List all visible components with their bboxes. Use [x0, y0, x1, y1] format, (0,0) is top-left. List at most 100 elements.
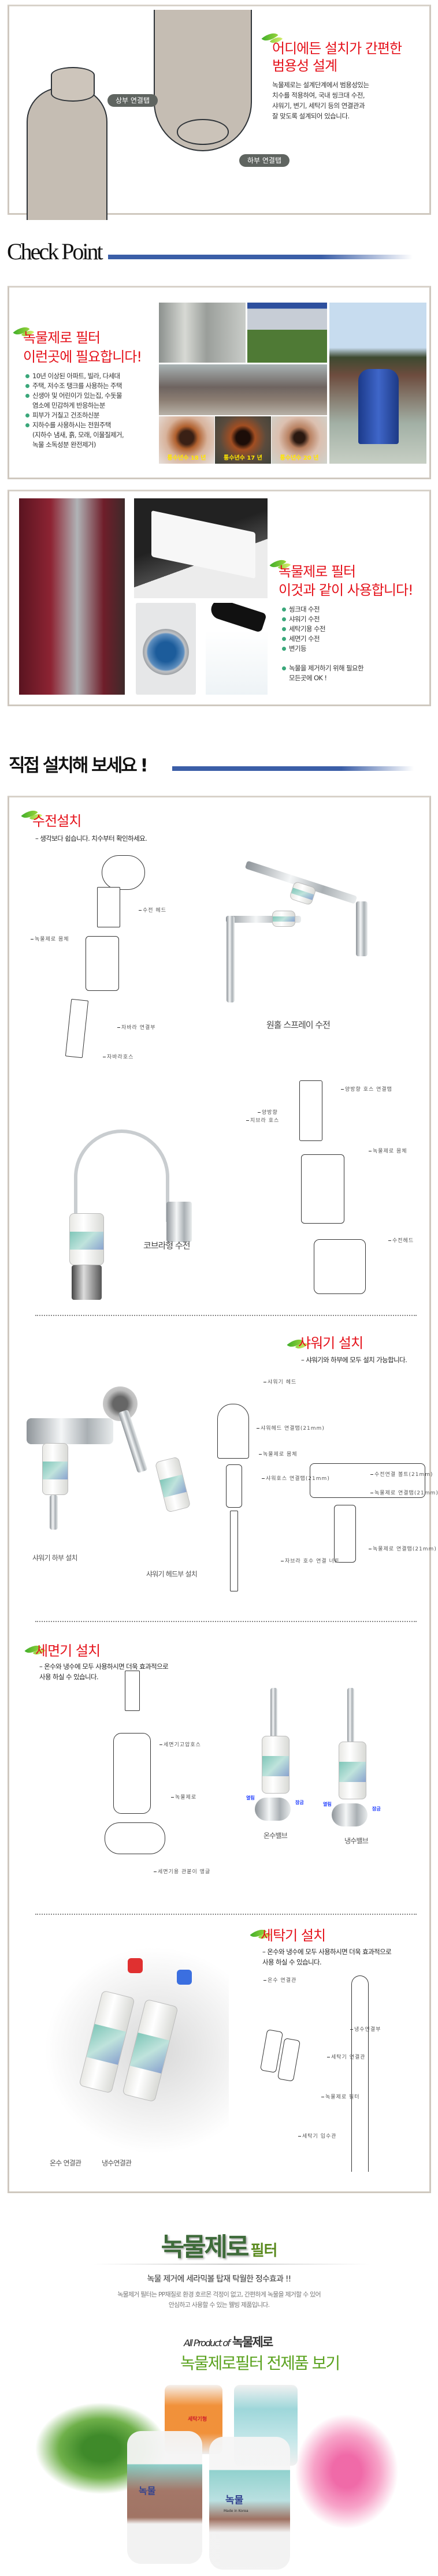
kitchen-faucet-photo — [19, 498, 125, 695]
needed-title-1: 녹물제로 필터 — [23, 330, 101, 346]
needed-bullet: 10년 이상된 아파트, 빌라, 다세대 — [25, 371, 120, 381]
bi-hose-drawing — [299, 1080, 322, 1141]
sink-basin-shape — [151, 510, 255, 579]
cold-hose — [347, 1688, 354, 1743]
needed-title-2: 이런곳에 필요합니다! — [23, 349, 142, 365]
washer-title: 세탁기 설치 — [261, 1928, 326, 1944]
label-washer-cold: 냉수연결부 — [350, 2025, 381, 2033]
label-bi-tab: 양방향 호스 연결탭 — [341, 1085, 392, 1093]
shower-title: 샤워기 설치 — [298, 1335, 363, 1351]
hot-filter — [262, 1736, 289, 1794]
checkpoint-heading: Check Point — [7, 238, 103, 264]
washer-subtitle-1: – 온수와 냉수에 모두 사용하시면 더욱 효과적으로 — [262, 1948, 392, 1956]
all-product-brand: 녹물제로 — [232, 2335, 273, 2349]
usage-title-1: 녹물제로 필터 — [279, 564, 356, 580]
washer-body-drawing — [351, 1975, 369, 2172]
usage-panel: 녹물제로 필터 이것과 같이 사용합니다! 씽크대 수전 샤워기 수전 세탁기용… — [8, 490, 431, 706]
needed-panel: 녹물제로 필터 이런곳에 필요합니다! 10년 이상된 아파트, 빌라, 다세대… — [8, 286, 431, 479]
tagline: 녹물 제거에 세라믹볼 탑재 탁월한 정수효과 !! — [147, 2275, 292, 2284]
label-basin-body: 녹물제로 — [171, 1793, 196, 1800]
jabara-drawing — [65, 998, 89, 1058]
water-tank-photo — [329, 303, 426, 464]
label-bottom-tab: 하부 연결탭 — [239, 154, 290, 167]
label-shower-head: 샤워기 헤드 — [263, 1378, 296, 1385]
install-panel: 수전설치 – 생각보다 쉽습니다. 치수부터 확인하세요. 수전 헤드 녹물제로… — [8, 796, 438, 2193]
caption-washer-hot: 온수 연결관 — [50, 2159, 81, 2167]
faucet-head-drawing — [102, 855, 145, 890]
view-all-products-link[interactable]: 녹물제로필터 전제품 보기 — [180, 2354, 340, 2373]
shower-filter — [154, 1456, 191, 1513]
shower-handle — [118, 1409, 148, 1474]
usage-bullet: 세면기 수전 — [282, 634, 320, 644]
faucet-subtitle: – 생각보다 쉽습니다. 치수부터 확인하세요. — [35, 834, 147, 842]
label-shower-hose-tab: 샤워호스 연결탭(21mm) — [262, 1474, 330, 1482]
divider — [35, 1315, 417, 1316]
brand-main: 녹물제로 — [161, 2232, 250, 2262]
usage-bullet: 샤워기 수전 — [282, 614, 320, 624]
label-head2: 수전헤드 — [388, 1236, 414, 1244]
basin-angle-drawing — [105, 1822, 165, 1854]
close-label: 잠금 — [372, 1806, 381, 1811]
bottom-ring-illustration — [177, 119, 229, 145]
flower-decoration — [295, 2414, 399, 2529]
label-washer-hot: 온수 연결관 — [263, 1976, 296, 1984]
body-drawing — [301, 1154, 344, 1224]
shower-subtitle: – 샤워기와 하부에 모두 설치 가능합니다. — [301, 1356, 407, 1364]
shower-handle-shape — [209, 603, 267, 633]
washer-drum-shape — [143, 629, 189, 675]
label-faucet-head: 수전 헤드 — [139, 906, 166, 914]
brand-sub: 필터 — [250, 2242, 278, 2260]
rusty-pipe-photo: 통수년수 20 년 — [272, 416, 327, 464]
sink-photo — [134, 498, 268, 598]
description-2: 안심하고 사용할 수 있는 웰빙 제품입니다. — [168, 2301, 270, 2309]
needed-bullet: 주택, 저수조 탱크를 사용하는 주택 — [25, 381, 123, 391]
rooftop-tanks-photo — [159, 364, 327, 415]
caption-shower-head: 샤워기 헤드부 설치 — [146, 1570, 198, 1578]
product-brand-label: 녹물 — [139, 2485, 156, 2496]
shower-body-drawing — [226, 1464, 242, 1508]
product-tag: 세탁기형 — [188, 2417, 207, 2422]
label-shower-bolt: 수전연결 볼트(21mm) — [370, 1470, 433, 1478]
usage-note-cont: 모든곳에 OK ! — [289, 674, 327, 682]
house-photo — [247, 303, 327, 363]
label-faucet-body: 녹물제로 몸체 — [31, 935, 69, 942]
cobra-lever — [166, 1202, 192, 1242]
washing-machine-photo — [136, 603, 196, 695]
usage-bullet: 세탁기용 수전 — [282, 624, 326, 634]
design-title-2: 범용성 설계 — [272, 58, 337, 74]
cold-filter — [339, 1742, 366, 1799]
cold-tap — [177, 1970, 192, 1985]
basin-filter-drawing — [113, 1733, 151, 1814]
label-shower-body: 녹물제로 몸체 — [259, 1450, 298, 1457]
cobra-hose — [74, 1129, 169, 1222]
label-bi-hose-1: 양방향 — [258, 1108, 278, 1116]
shower-filter — [42, 1443, 68, 1495]
product-image: 세탁기형 녹물 녹물 Made in Korea — [0, 2379, 438, 2576]
needed-bullet: 피부가 거칠고 건조하신분 — [25, 411, 99, 420]
needed-bullet-cont: (지하수 냄새, 흙, 모래, 이물질제거, — [32, 431, 124, 439]
caption-cobra-faucet: 코브라형 수전 — [143, 1240, 191, 1251]
hot-tap — [128, 1958, 143, 1973]
label-washer-conn: 세탁기 연결관 — [327, 2053, 366, 2060]
caption-cold-valve: 냉수밸브 — [344, 1837, 369, 1845]
shower-hose-drawing — [230, 1511, 238, 1591]
open-label: 열림 — [323, 1802, 332, 1807]
needed-bullet-cont: 염소에 민감하게 반응하는분 — [32, 401, 105, 409]
needed-bullet: 신생아 및 어린이가 있는집, 수돗물 — [25, 391, 123, 401]
basin-hose-drawing — [125, 1671, 140, 1711]
cobra-head — [72, 1265, 102, 1300]
description-1: 녹물제거 필터는 PP재질로 환경 호르몬 걱정이 없고, 간편하게 녹물을 제… — [117, 2291, 321, 2298]
label-shower-head-tab: 샤워헤드 연결탭(21mm) — [257, 1424, 325, 1431]
usage-bullet: 변기등 — [282, 644, 307, 654]
open-label: 열림 — [246, 1795, 255, 1800]
label-top-tab: 상부 연결탭 — [107, 94, 158, 107]
label-jabara-joint: 자바라 연결부 — [117, 1023, 156, 1031]
caption-shower-bottom: 샤워기 하부 설치 — [32, 1554, 78, 1562]
design-title-1: 어디에든 설치가 간편한 — [272, 40, 402, 57]
usage-title-2: 이것과 같이 사용합니다! — [279, 582, 414, 598]
basin-subtitle-2: 사용 하실 수 있습니다. — [39, 1673, 99, 1681]
design-panel: 상부 연결탭 하부 연결탭 어디에든 설치가 간편한 범용성 설계 녹물제로는 … — [8, 5, 431, 220]
label-basin-angle: 세면기용 관붙이 앵글 — [154, 1867, 210, 1875]
usage-note: 녹물을 제거하기 위해 필요한 — [282, 663, 364, 673]
checkpoint-bar — [108, 255, 413, 259]
